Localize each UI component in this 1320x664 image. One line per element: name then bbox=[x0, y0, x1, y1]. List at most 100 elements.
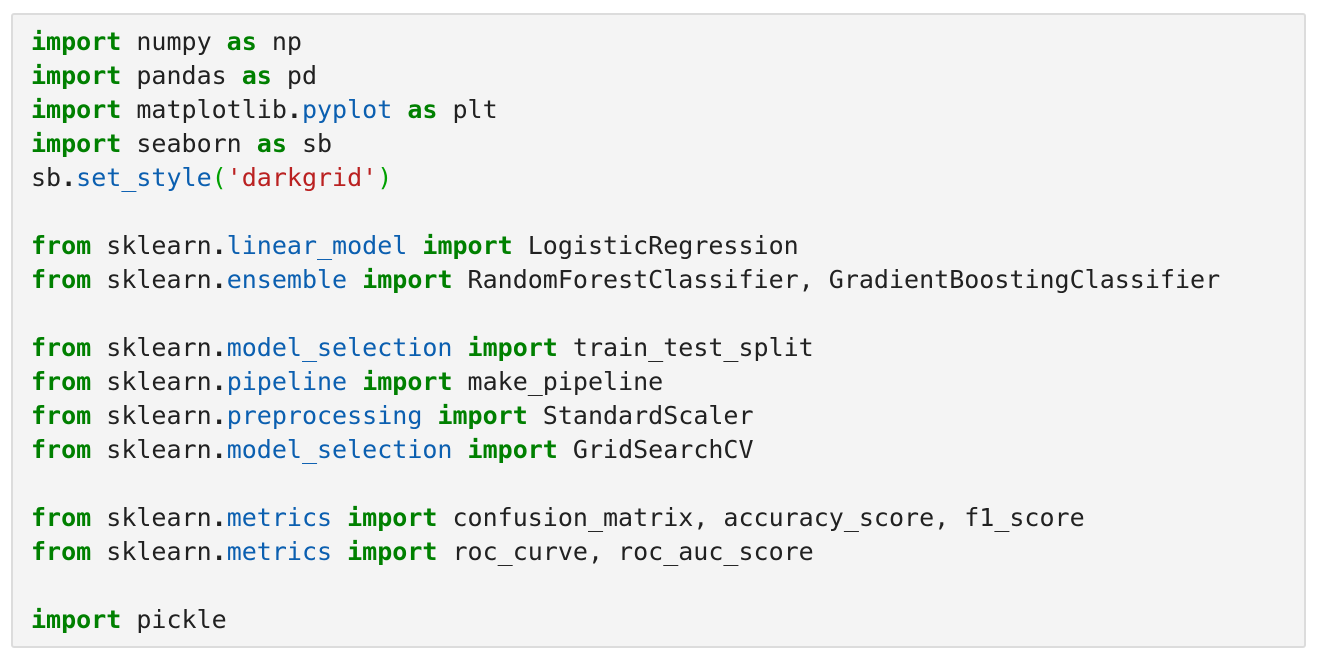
code-token-kw: from bbox=[31, 265, 92, 294]
code-token-prop: pyplot bbox=[301, 95, 393, 124]
code-token-kw: from bbox=[31, 537, 92, 566]
code-token-nm: pd bbox=[271, 61, 317, 90]
code-token-prop: preprocessing bbox=[226, 401, 423, 430]
code-token-nm: matplotlib bbox=[121, 95, 287, 124]
code-token-kw: import bbox=[31, 129, 122, 158]
code-line: from sklearn.model_selection import trai… bbox=[31, 331, 1284, 365]
code-token-kw: as bbox=[407, 95, 438, 124]
code-token-kw: import bbox=[362, 265, 453, 294]
code-token-nm: numpy bbox=[121, 27, 227, 56]
code-token-kw: from bbox=[31, 503, 92, 532]
code-token-nm: sklearn bbox=[91, 231, 212, 260]
code-token-prop: model_selection bbox=[226, 333, 453, 362]
code-token-prop: metrics bbox=[226, 537, 333, 566]
code-token-kw: import bbox=[31, 61, 122, 90]
code-token-nm bbox=[332, 503, 347, 532]
code-token-kw: import bbox=[467, 435, 558, 464]
code-token-nm bbox=[347, 265, 362, 294]
code-token-nm: sklearn bbox=[91, 367, 212, 396]
code-token-kw: as bbox=[256, 129, 287, 158]
code-token-nm: StandardScaler bbox=[527, 401, 754, 430]
code-token-nm: sklearn bbox=[91, 537, 212, 566]
code-token-nm: GridSearchCV bbox=[557, 435, 754, 464]
code-token-op: . bbox=[286, 95, 302, 124]
code-line: from sklearn.linear_model import Logisti… bbox=[31, 229, 1284, 263]
code-token-nm bbox=[407, 231, 422, 260]
code-token-nm bbox=[347, 367, 362, 396]
code-token-nm: roc_curve, roc_auc_score bbox=[437, 537, 814, 566]
code-token-nm: train_test_split bbox=[557, 333, 814, 362]
code-token-prop: metrics bbox=[226, 503, 333, 532]
code-token-op: . bbox=[211, 231, 227, 260]
code-token-kw: import bbox=[31, 95, 122, 124]
code-token-nm: sb bbox=[31, 163, 62, 192]
code-token-nm: sklearn bbox=[91, 265, 212, 294]
code-token-prop: ensemble bbox=[226, 265, 348, 294]
code-token-kw: as bbox=[241, 61, 272, 90]
code-token-brk: ( bbox=[211, 163, 227, 192]
code-token-nm: confusion_matrix, accuracy_score, f1_sco… bbox=[437, 503, 1085, 532]
code-token-nm: sklearn bbox=[91, 435, 212, 464]
code-token-op: . bbox=[211, 537, 227, 566]
code-line: import pandas as pd bbox=[31, 59, 1284, 93]
code-token-kw: import bbox=[437, 401, 528, 430]
code-line: import numpy as np bbox=[31, 25, 1284, 59]
code-token-nm: seaborn bbox=[121, 129, 257, 158]
code-token-nm: pandas bbox=[121, 61, 242, 90]
code-token-nm: pickle bbox=[121, 605, 227, 634]
code-line: from sklearn.preprocessing import Standa… bbox=[31, 399, 1284, 433]
code-line: from sklearn.ensemble import RandomFores… bbox=[31, 263, 1284, 297]
code-token-prop: set_style bbox=[76, 163, 212, 192]
code-token-kw: import bbox=[347, 537, 438, 566]
code-token-op: . bbox=[61, 163, 77, 192]
code-token-kw: as bbox=[226, 27, 257, 56]
code-token-op: . bbox=[211, 503, 227, 532]
code-token-kw: import bbox=[347, 503, 438, 532]
code-token-nm: RandomForestClassifier, GradientBoosting… bbox=[452, 265, 1221, 294]
code-line bbox=[31, 195, 1284, 229]
code-token-prop: pipeline bbox=[226, 367, 348, 396]
code-token-nm: sklearn bbox=[91, 333, 212, 362]
code-line bbox=[31, 297, 1284, 331]
code-line: import seaborn as sb bbox=[31, 127, 1284, 161]
code-token-nm bbox=[332, 537, 347, 566]
code-token-nm: plt bbox=[437, 95, 498, 124]
code-line: sb.set_style('darkgrid') bbox=[31, 161, 1284, 195]
code-token-nm: np bbox=[256, 27, 302, 56]
code-token-nm bbox=[452, 435, 467, 464]
code-token-nm: sklearn bbox=[91, 503, 212, 532]
code-token-nm: sb bbox=[286, 129, 333, 158]
code-token-brk: ) bbox=[377, 163, 393, 192]
code-line: import matplotlib.pyplot as plt bbox=[31, 93, 1284, 127]
code-token-kw: from bbox=[31, 401, 92, 430]
code-line: from sklearn.pipeline import make_pipeli… bbox=[31, 365, 1284, 399]
code-token-nm bbox=[422, 401, 437, 430]
code-token-op: . bbox=[211, 367, 227, 396]
code-token-nm: make_pipeline bbox=[452, 367, 664, 396]
code-line bbox=[31, 467, 1284, 501]
code-token-kw: from bbox=[31, 231, 92, 260]
code-token-prop: model_selection bbox=[226, 435, 453, 464]
code-token-kw: from bbox=[31, 435, 92, 464]
code-token-nm: LogisticRegression bbox=[512, 231, 799, 260]
code-token-kw: import bbox=[467, 333, 558, 362]
code-token-kw: import bbox=[31, 605, 122, 634]
code-token-op: . bbox=[211, 333, 227, 362]
code-token-nm bbox=[392, 95, 407, 124]
code-token-kw: import bbox=[422, 231, 513, 260]
code-line: from sklearn.metrics import confusion_ma… bbox=[31, 501, 1284, 535]
code-token-prop: linear_model bbox=[226, 231, 408, 260]
code-token-kw: from bbox=[31, 367, 92, 396]
code-token-kw: from bbox=[31, 333, 92, 362]
code-token-op: . bbox=[211, 265, 227, 294]
code-line: import pickle bbox=[31, 603, 1284, 637]
code-line: from sklearn.model_selection import Grid… bbox=[31, 433, 1284, 467]
code-line bbox=[31, 569, 1284, 603]
code-token-op: . bbox=[211, 401, 227, 430]
code-token-nm: sklearn bbox=[91, 401, 212, 430]
code-token-kw: import bbox=[31, 27, 122, 56]
code-token-nm bbox=[452, 333, 467, 362]
code-token-op: . bbox=[211, 435, 227, 464]
code-token-str: 'darkgrid' bbox=[226, 163, 378, 192]
